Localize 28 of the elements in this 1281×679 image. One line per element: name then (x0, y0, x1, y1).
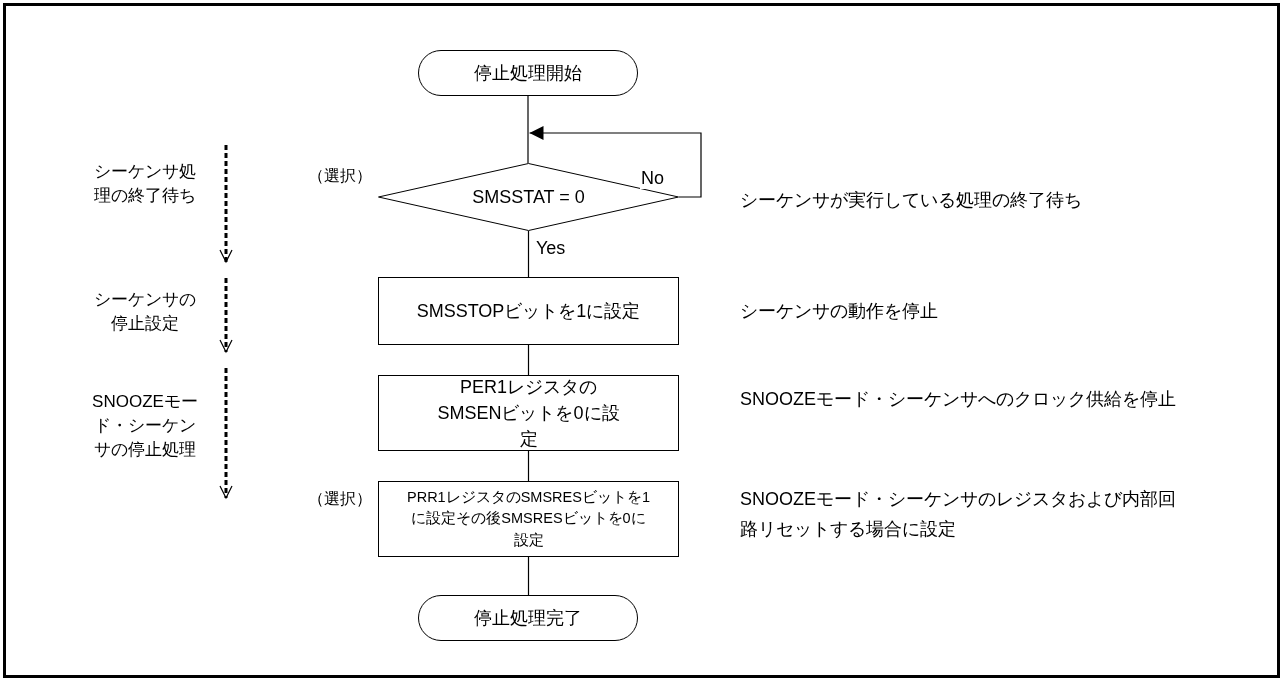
annotation-text: シーケンサの動作を停止 (740, 300, 939, 323)
process-box (378, 481, 679, 557)
node-label: PRR1レジスタのSMSRESビットを1に設定その後SMSRESビットを0に設定 (406, 488, 651, 550)
phase-label: シーケンサ処理の終了待ち (93, 161, 197, 207)
process-box (378, 375, 679, 451)
phase-label: シーケンサの停止設定 (93, 289, 197, 335)
process-box (378, 277, 679, 345)
connector-line (527, 556, 530, 596)
connector-line (527, 450, 530, 482)
annotation-text: （選択） (308, 166, 373, 186)
connector-line (527, 344, 530, 376)
node-label: 停止処理完了 (473, 606, 583, 630)
connector-line (528, 126, 702, 198)
edge-label: No (640, 168, 665, 189)
decision-diamond (378, 163, 679, 231)
connector-line (527, 230, 530, 278)
node-label: 停止処理開始 (473, 61, 583, 85)
annotation-text: SNOOZEモード・シーケンサへのクロック供給を停止 (740, 388, 1177, 411)
terminal-box (418, 50, 638, 96)
annotation-text: （選択） (308, 489, 373, 509)
connector-line (527, 95, 529, 164)
node-label: PER1レジスタのSMSENビットを0に設定 (436, 375, 621, 452)
annotation-text: SNOOZEモード・シーケンサのレジスタおよび内部回路リセットする場合に設定 (740, 488, 1177, 541)
node-label: SMSSTOPビットを1に設定 (415, 299, 642, 323)
node-label: SMSSTAT = 0 (471, 185, 586, 209)
phase-label: SNOOZEモード・シーケンサの停止処理 (91, 391, 199, 461)
terminal-box (418, 595, 638, 641)
annotation-text: シーケンサが実行している処理の終了待ち (740, 189, 1083, 212)
